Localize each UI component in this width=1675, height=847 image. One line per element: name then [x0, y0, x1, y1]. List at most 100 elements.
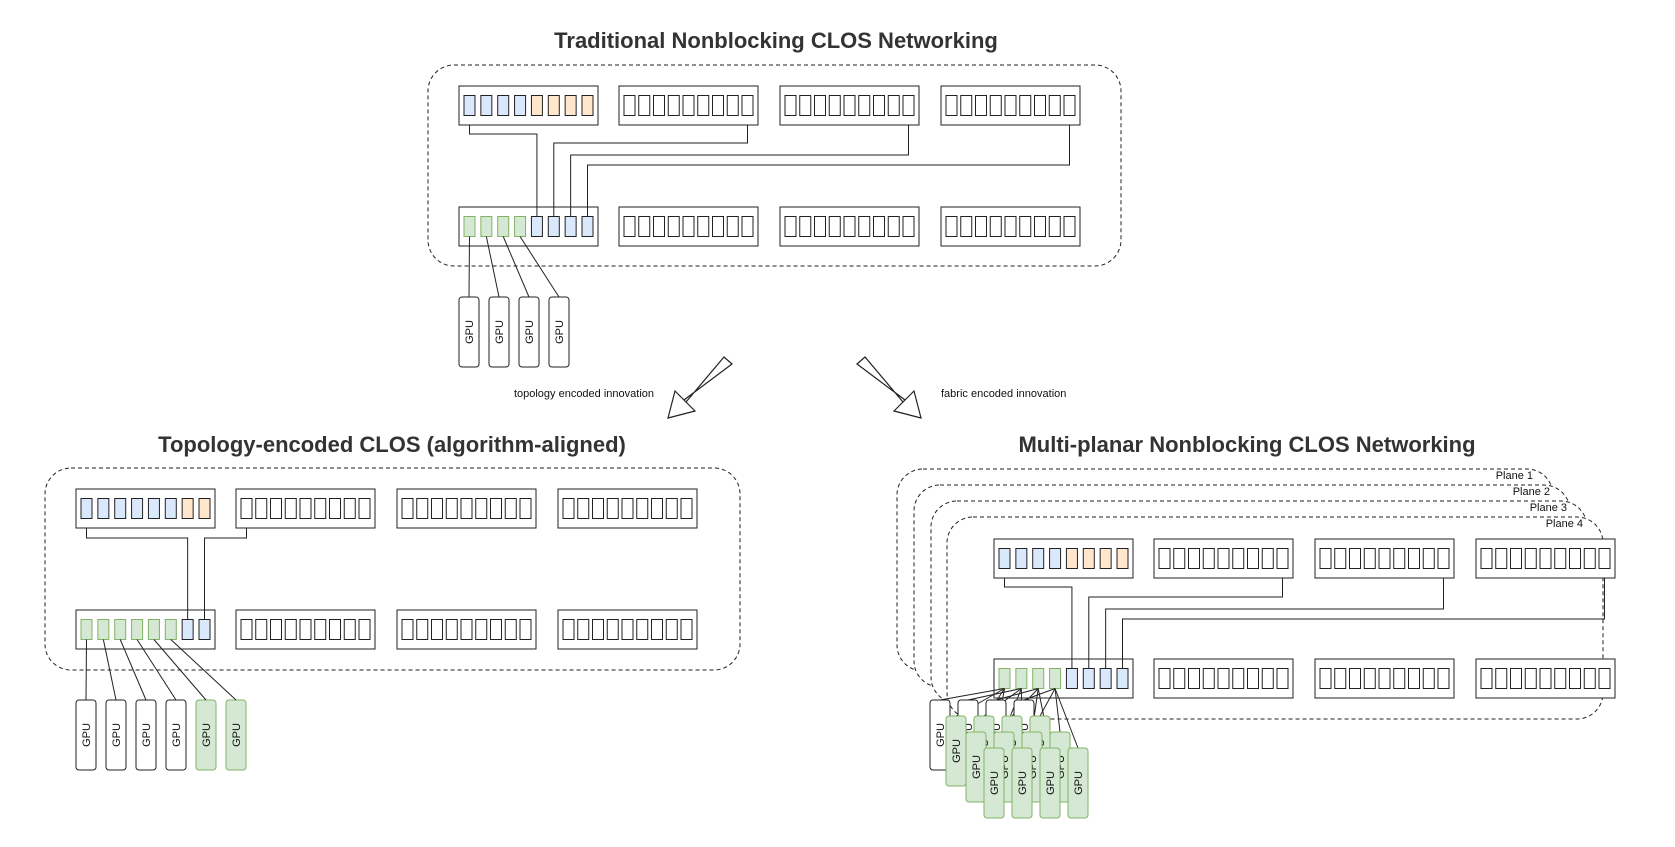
leaf-switch-port	[1019, 216, 1032, 237]
spine-switch-port	[1495, 548, 1508, 569]
leaf-switch-port	[445, 619, 458, 640]
spine-switch-port	[902, 95, 915, 116]
leaf-switch-port	[667, 216, 680, 237]
leaf-switch	[458, 206, 599, 247]
gpu-wire	[485, 236, 500, 298]
spine-switch-port	[592, 498, 604, 519]
leaf-switch-port	[592, 619, 604, 640]
leaf-switch-port	[1202, 668, 1215, 689]
gpu-label: GPU	[494, 320, 506, 344]
leaf-switch-port	[784, 216, 797, 237]
spine-switch-port	[697, 95, 710, 116]
spine-switch-port	[514, 95, 527, 116]
spine-switch-port	[843, 95, 856, 116]
leaf-switch-port	[1261, 668, 1274, 689]
spine-switch-port	[1247, 548, 1259, 569]
gpu-label: GPU	[1045, 771, 1057, 795]
leaf-switch-port	[1015, 668, 1028, 689]
gpu-wire	[170, 639, 237, 701]
spine-switch-port	[581, 95, 594, 116]
spine-switch-port	[1524, 548, 1537, 569]
spine-switch-port	[504, 498, 517, 519]
spine-switch-port	[1276, 548, 1289, 569]
leaf-switch-port	[1583, 668, 1596, 689]
leaf-switch-port	[858, 216, 871, 237]
leaf-switch-port	[1349, 668, 1361, 689]
leaf-switch-port	[1510, 668, 1522, 689]
uplink-wire	[86, 528, 189, 620]
gpu	[1011, 747, 1033, 819]
spine-switch	[458, 85, 599, 126]
leaf-switch-port	[97, 619, 110, 640]
leaf-switch-port	[680, 619, 693, 640]
arrow-left-label: topology encoded innovation	[514, 388, 654, 400]
gpu-wire	[502, 236, 530, 298]
gpu-label: GPU	[989, 771, 1001, 795]
leaf-switch-port	[514, 216, 527, 237]
leaf-switch-port	[284, 619, 297, 640]
spine-switch-port	[680, 498, 693, 519]
spine-switch-port	[1363, 548, 1376, 569]
spine-switch-port	[1217, 548, 1230, 569]
leaf-switch-port	[1063, 216, 1076, 237]
leaf-switch-port	[530, 216, 543, 237]
spine-switch-port	[712, 95, 724, 116]
leaf-switch-port	[1099, 668, 1112, 689]
spine-switch-port	[606, 498, 619, 519]
gpu-wire	[468, 236, 470, 298]
gpu-label: GPU	[524, 320, 536, 344]
gpu-wire	[1054, 688, 1061, 733]
leaf-switch-port	[1048, 216, 1061, 237]
leaf-switch-port	[638, 216, 651, 237]
leaf-switch-port	[1232, 668, 1245, 689]
spine-switch-port	[329, 498, 341, 519]
spine-switch-port	[1232, 548, 1245, 569]
spine-switch-port	[480, 95, 493, 116]
spine-switch-port	[1202, 548, 1215, 569]
leaf-switch-port	[887, 216, 900, 237]
spine-switch-port	[1261, 548, 1274, 569]
gpu-label: GPU	[1073, 771, 1085, 795]
arrow-right-icon	[856, 356, 922, 419]
leaf-switch-port	[1065, 668, 1078, 689]
leaf-switch-port	[975, 216, 987, 237]
spine-switch-port	[431, 498, 443, 519]
leaf-switch-port	[564, 216, 577, 237]
leaf-switch-port	[799, 216, 812, 237]
spine-switch-port	[358, 498, 371, 519]
spine-switch-port	[147, 498, 160, 519]
leaf-switch-port	[1480, 668, 1493, 689]
leaf-switch-port	[1598, 668, 1611, 689]
uplink-wire	[1105, 578, 1444, 669]
spine-switch-port	[1065, 548, 1078, 569]
spine-switch-port	[799, 95, 812, 116]
leaf-switch-port	[131, 619, 144, 640]
gpu-label: GPU	[81, 723, 93, 747]
leaf-switch-port	[314, 619, 327, 640]
leaf-switch-port	[343, 619, 356, 640]
uplink-wire	[469, 125, 538, 217]
leaf-switch-port	[547, 216, 560, 237]
leaf-switch-port	[475, 619, 488, 640]
leaf-switch-port	[1539, 668, 1552, 689]
spine-switch-port	[1598, 548, 1611, 569]
spine-switch-port	[945, 95, 958, 116]
title-traditional: Traditional Nonblocking CLOS Networking	[554, 28, 998, 53]
leaf-switch-port	[164, 619, 177, 640]
spine-switch-port	[623, 95, 636, 116]
spine-switch-port	[80, 498, 93, 519]
spine-switch-port	[562, 498, 575, 519]
spine-switch-port	[343, 498, 356, 519]
gpu-wire	[85, 639, 87, 701]
spine-switch-port	[497, 95, 510, 116]
spine-switch-port	[1349, 548, 1361, 569]
leaf-switch-port	[80, 619, 93, 640]
leaf-switch-port	[519, 619, 532, 640]
spine-switch-port	[998, 548, 1011, 569]
spine-switch-port	[1034, 95, 1046, 116]
gpu-wire	[1054, 688, 1079, 749]
leaf-switch-port	[299, 619, 312, 640]
leaf-switch-port	[1378, 668, 1391, 689]
leaf-switch-port	[636, 619, 649, 640]
spine-switch-port	[989, 95, 1002, 116]
